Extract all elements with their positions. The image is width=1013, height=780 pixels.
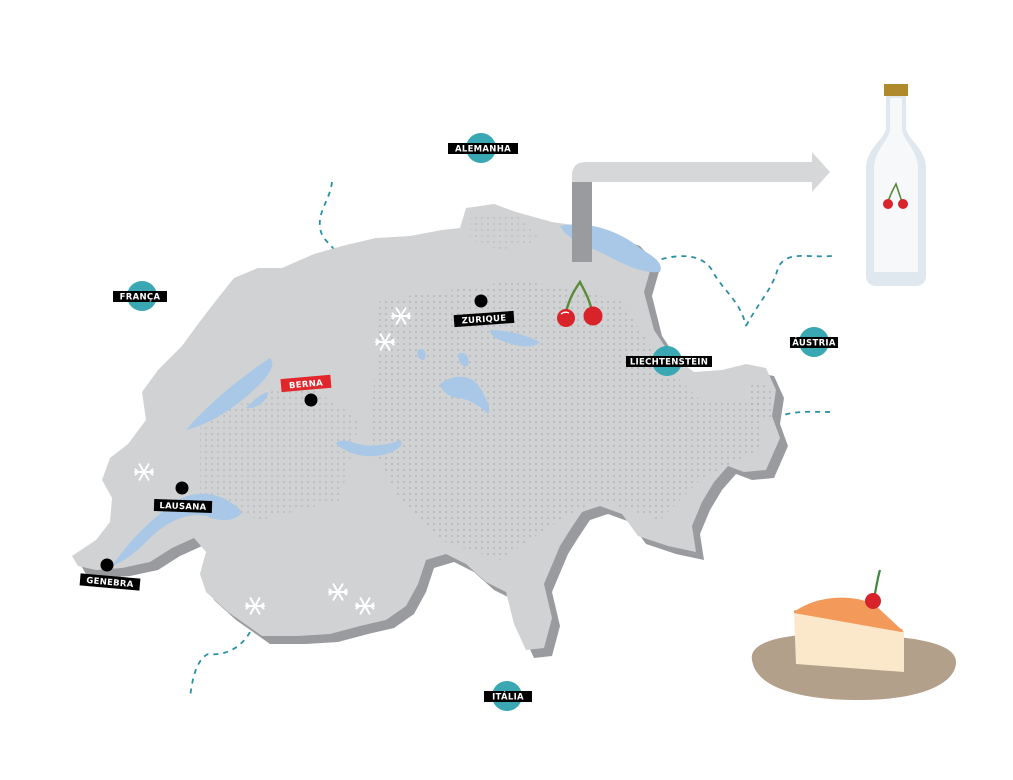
country-label-bg: [484, 691, 532, 702]
country-marker-liechtenstein: LIECHTENSTEIN: [626, 346, 712, 376]
country-label: ITÁLIA: [492, 691, 524, 703]
land-texture-north: [470, 212, 540, 250]
city-dot: [175, 481, 189, 495]
city-dot: [474, 294, 488, 308]
cherry-icon: [557, 279, 603, 327]
city-marker-zurich: ZURIQUE: [453, 294, 515, 328]
capital-label: BERNA: [289, 378, 324, 391]
city-dot: [304, 393, 318, 407]
cherry-cake-icon: [751, 569, 956, 700]
city-label: LAUSANA: [159, 501, 207, 513]
city-label-bg: [79, 573, 141, 591]
city-markers: BERNA ZURIQUE LAUSANA GENEBRA: [79, 294, 515, 591]
country-label-bg: [626, 356, 712, 367]
city-label: GENEBRA: [86, 576, 134, 590]
country-marker-italy: ITÁLIA: [484, 681, 532, 711]
capital-label-bg: [280, 374, 332, 393]
country-marker-germany: ALEMANHA: [448, 133, 518, 163]
country-marker-austria: ÁUSTRIA: [790, 327, 838, 357]
country-label-bg: [113, 291, 167, 302]
city-label-bg: [453, 310, 515, 328]
land-texture-west: [200, 380, 360, 520]
land-texture-east: [750, 380, 776, 420]
country-label: ALEMANHA: [455, 145, 511, 155]
country-markers: ALEMANHA FRANÇA ÁUSTRIA LIECHTENSTEIN ITÁLIA: [113, 133, 838, 711]
kirsch-bottle-icon: [866, 84, 926, 286]
lake-zurich: [490, 330, 540, 347]
lake-thun-brienz: [336, 440, 402, 457]
country-label-bg: [448, 143, 518, 154]
arrow-icon: [572, 152, 830, 262]
city-label-bg: [153, 498, 213, 514]
country-marker-france: FRANÇA: [113, 281, 167, 311]
capital-marker-bern: BERNA: [280, 374, 332, 407]
land-texture: [370, 280, 760, 560]
country-label: ÁUSTRIA: [792, 337, 836, 349]
city-label: ZURIQUE: [461, 313, 506, 326]
lake-lucerne: [440, 376, 490, 414]
country-label-bg: [790, 337, 838, 348]
city-marker-geneva: GENEBRA: [79, 558, 141, 591]
lake-neuchatel: [186, 358, 273, 430]
lake-zug: [458, 352, 469, 367]
city-dot: [100, 558, 114, 572]
country-label: FRANÇA: [120, 293, 161, 303]
country-label: LIECHTENSTEIN: [630, 358, 708, 368]
city-marker-lausanne: LAUSANA: [153, 481, 213, 514]
lake-sempach: [417, 348, 426, 360]
lake-biel: [246, 392, 268, 409]
